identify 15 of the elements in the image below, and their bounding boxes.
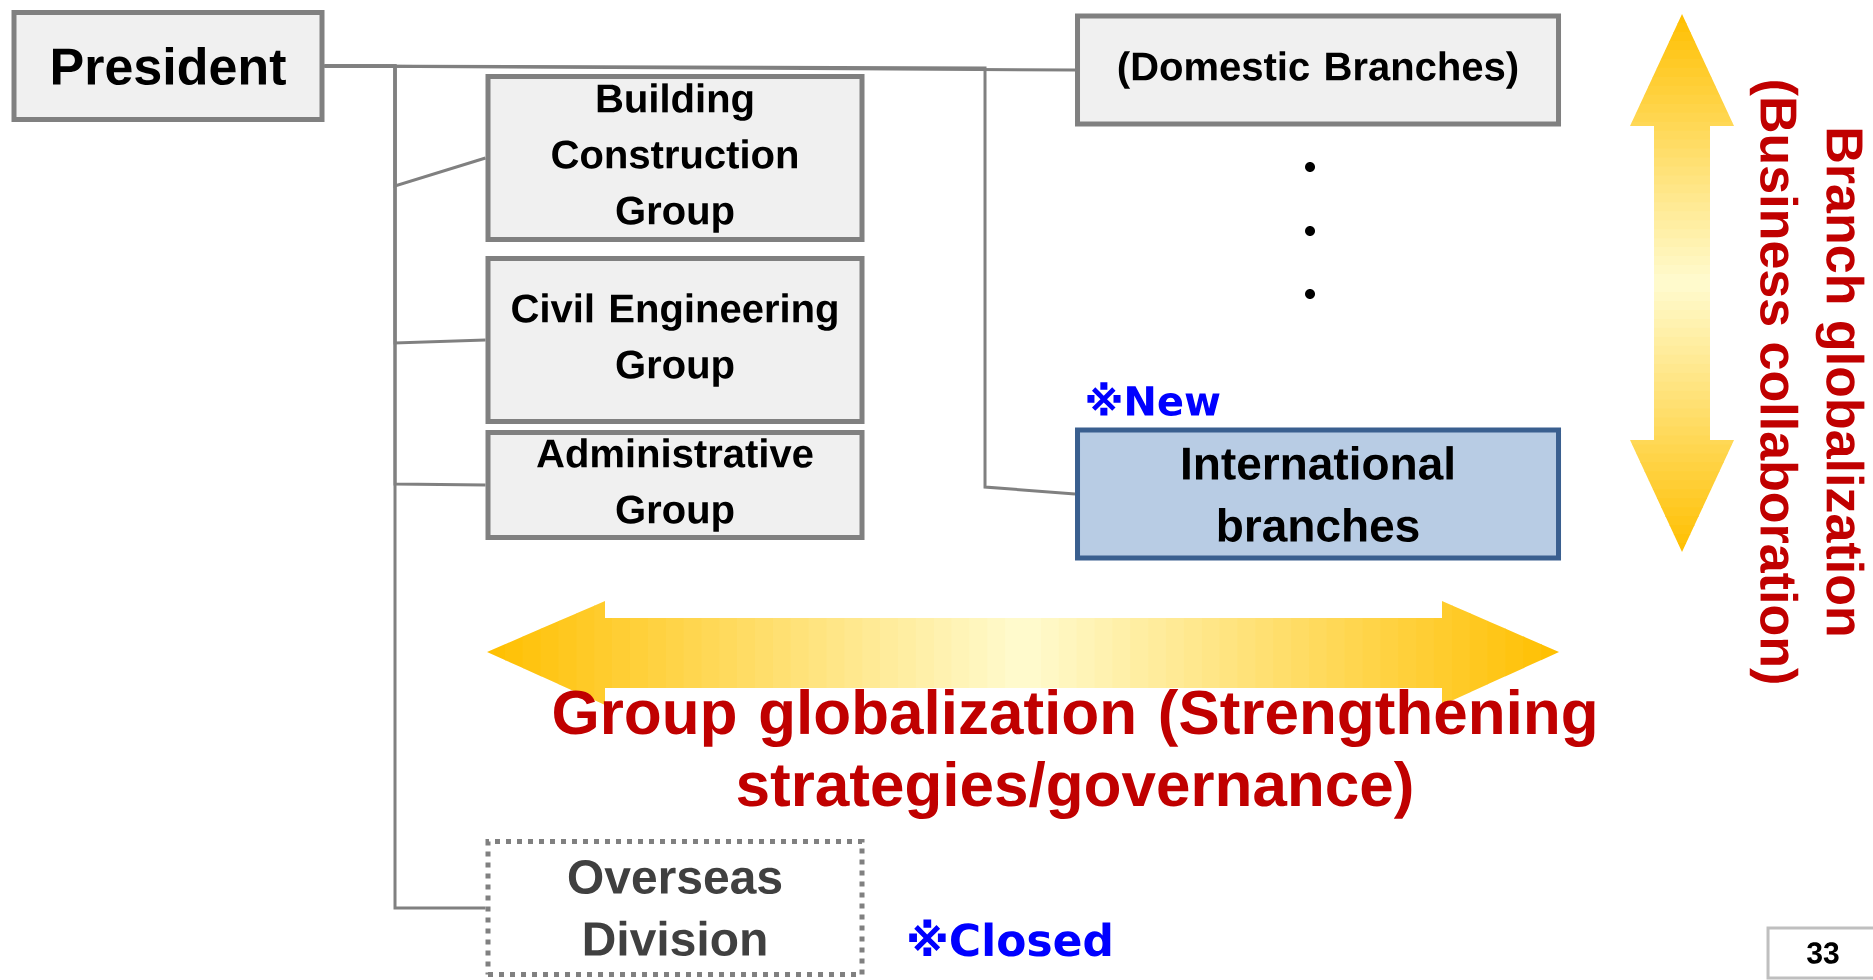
note-text: ※Closed <box>909 919 1111 957</box>
org-box: (Domestic Branches) <box>1075 13 1561 127</box>
org-box: Overseas Division <box>485 839 865 977</box>
caption-text: Branch globalization <box>1815 129 1865 635</box>
connector-line <box>324 64 486 910</box>
org-box: Administrative Group <box>485 430 865 540</box>
org-box: Civil Engineering Group <box>485 256 865 424</box>
connector-line <box>324 64 1075 72</box>
caption-text: Group globalization (Strengthening strategies/governance) <box>554 689 1595 820</box>
org-box: Building Construction Group <box>485 74 865 242</box>
org-box: International branches <box>1075 427 1561 561</box>
org-box: President <box>11 10 325 122</box>
page-number: 33 <box>1766 926 1873 980</box>
note-text: ※New <box>1087 382 1220 416</box>
caption-text: (Business collaboration) <box>1749 81 1799 683</box>
